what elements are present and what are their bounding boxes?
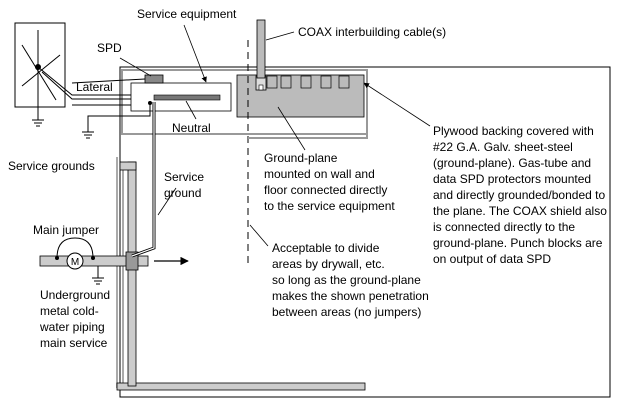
label-plywood: Plywood backing covered with #22 G.A. Ga… xyxy=(433,124,610,266)
ground-plane-wall-strap xyxy=(248,134,368,139)
neutral-tap xyxy=(148,101,152,105)
jumper-clamp xyxy=(55,256,59,260)
water-pipe-elbow xyxy=(119,161,137,171)
leader-service-ground xyxy=(157,187,177,216)
neutral-bar xyxy=(153,94,221,101)
pole-line xyxy=(21,54,61,87)
label-main-jumper: Main jumper xyxy=(33,223,99,237)
ground-plane-floor xyxy=(116,382,366,391)
protector-block xyxy=(280,75,292,89)
panel-ground-lead xyxy=(87,103,151,132)
label-neutral: Neutral xyxy=(172,121,211,135)
protector-block xyxy=(320,75,332,89)
leader-spd xyxy=(119,57,152,77)
main-jumper-wire xyxy=(56,237,94,259)
label-service-grounds: Service grounds xyxy=(8,159,95,173)
lateral-to-spd xyxy=(71,78,146,84)
lateral-conductor xyxy=(41,71,131,100)
utility-pole-box xyxy=(14,22,66,108)
jumper-clamp xyxy=(91,256,95,260)
protector-block xyxy=(266,75,278,89)
water-pipe-riser xyxy=(127,161,137,387)
protector-block xyxy=(300,75,312,89)
meter-label: M xyxy=(71,257,79,268)
leader-neutral xyxy=(185,100,197,120)
water-meter xyxy=(66,252,84,270)
coax-connector-port xyxy=(258,84,264,91)
protector-block xyxy=(338,75,350,89)
water-pipe-main xyxy=(39,255,149,267)
label-underground-piping: Underground metal cold- water piping mai… xyxy=(39,288,113,350)
label-ground-plane: Ground-plane mounted on wall and floor c… xyxy=(264,151,395,213)
label-coax: COAX interbuilding cable(s) xyxy=(298,25,446,39)
lateral-conductor xyxy=(37,66,131,96)
leader-service-equipment xyxy=(183,24,207,83)
spd-box xyxy=(144,74,164,84)
service-equipment-enclosure xyxy=(121,69,368,135)
coax-cable xyxy=(256,19,266,79)
leader-acceptable xyxy=(249,224,269,247)
label-service-ground: Service ground xyxy=(164,170,207,200)
leader-plywood xyxy=(363,82,431,127)
service-panel xyxy=(130,82,232,112)
label-lateral: Lateral xyxy=(76,80,113,94)
label-spd: SPD xyxy=(97,41,122,55)
label-acceptable: Acceptable to divide areas by drywall, e… xyxy=(272,241,432,319)
leader-ground-plane xyxy=(277,106,306,151)
building-outline xyxy=(119,66,611,398)
leader-coax xyxy=(265,31,295,41)
label-service-equipment: Service equipment xyxy=(137,7,237,21)
service-ground-conductor-inner xyxy=(131,102,155,257)
